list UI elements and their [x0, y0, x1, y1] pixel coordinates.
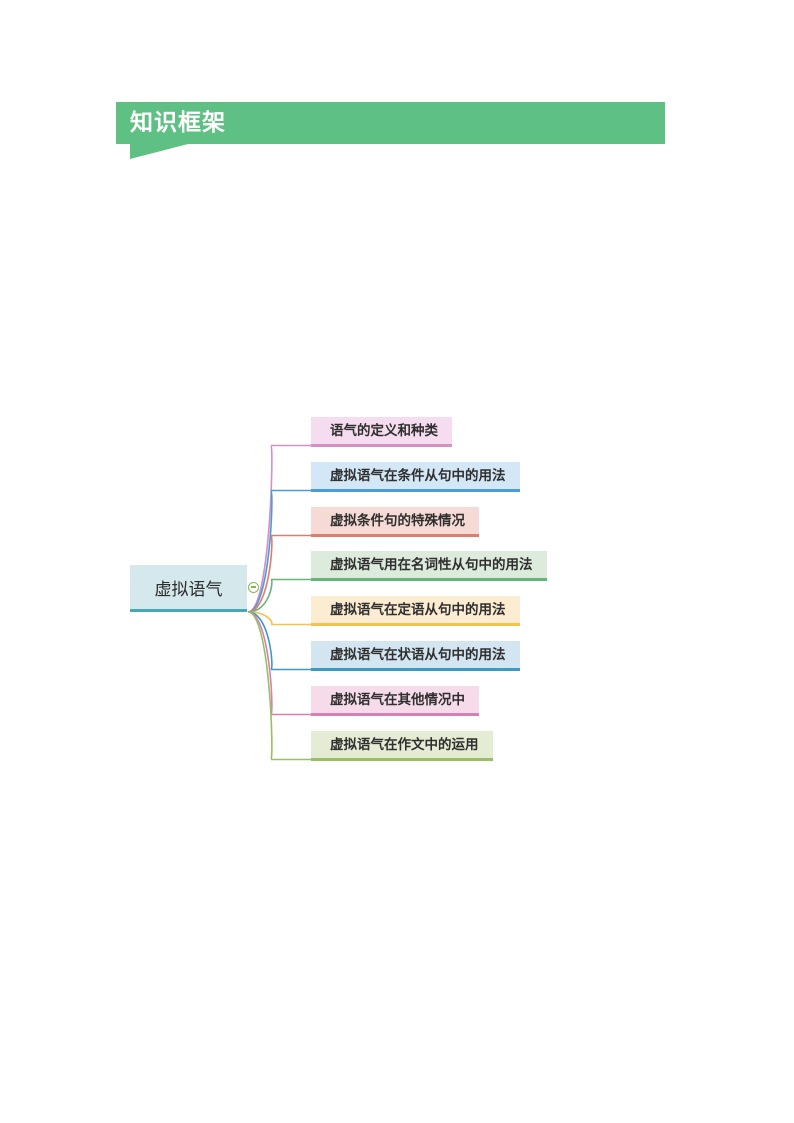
connector-6: [247, 611, 311, 671]
root-node[interactable]: 虚拟语气: [130, 565, 247, 612]
branch-node-2[interactable]: 虚拟语气在条件从句中的用法: [311, 462, 520, 492]
connector-7: [247, 611, 311, 716]
branch-node-7[interactable]: 虚拟语气在其他情况中: [311, 686, 479, 716]
connector-4: [247, 578, 311, 613]
connector-1: [247, 444, 311, 613]
branch-node-3[interactable]: 虚拟条件句的特殊情况: [311, 507, 479, 537]
section-banner-tail: [130, 143, 192, 159]
branch-node-1[interactable]: 语气的定义和种类: [311, 417, 452, 447]
branch-node-5[interactable]: 虚拟语气在定语从句中的用法: [311, 596, 520, 626]
branch-node-6[interactable]: 虚拟语气在状语从句中的用法: [311, 641, 520, 671]
connector-2: [247, 489, 311, 613]
collapse-toggle-icon[interactable]: [248, 582, 259, 593]
section-title: 知识框架: [130, 110, 226, 136]
connector-8: [247, 611, 311, 761]
section-banner: [116, 102, 665, 144]
branch-node-8[interactable]: 虚拟语气在作文中的运用: [311, 731, 493, 761]
connector-5: [247, 611, 311, 626]
connector-3: [247, 534, 311, 613]
branch-node-4[interactable]: 虚拟语气用在名词性从句中的用法: [311, 551, 547, 581]
